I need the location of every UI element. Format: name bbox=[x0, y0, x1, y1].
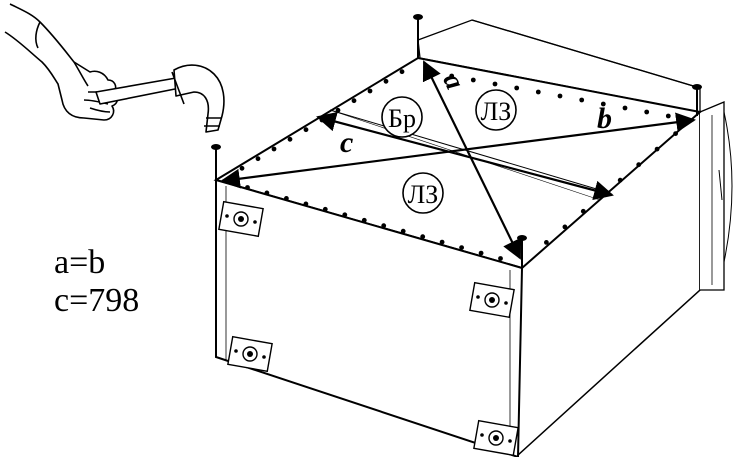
nail-dot bbox=[654, 146, 660, 152]
nail-dot bbox=[470, 77, 476, 83]
nail-dot bbox=[580, 208, 586, 214]
nail-dot bbox=[557, 93, 563, 99]
nail-dot bbox=[322, 206, 328, 212]
diagonal-c-arrow bbox=[316, 112, 614, 200]
nail-dot bbox=[673, 131, 678, 137]
bracket-bottom-left bbox=[227, 335, 273, 373]
nail-dot bbox=[335, 107, 341, 113]
nail-dot bbox=[284, 196, 289, 201]
nail-dot bbox=[367, 88, 373, 94]
nail-dot bbox=[255, 156, 261, 162]
nail-dot bbox=[665, 113, 671, 119]
nail-dot bbox=[600, 101, 606, 107]
nail-dot bbox=[351, 98, 357, 104]
nail-dot bbox=[579, 97, 585, 103]
hammer-icon bbox=[95, 64, 225, 133]
nail-dot bbox=[544, 240, 549, 245]
nail-dot bbox=[644, 109, 650, 115]
bracket-top-right bbox=[469, 281, 515, 319]
nail-dot bbox=[498, 256, 503, 261]
nail-dot bbox=[342, 212, 348, 218]
panel-label-lz-back-text: ЛЗ bbox=[481, 97, 512, 126]
nail-dot bbox=[420, 234, 426, 240]
nail-dot bbox=[478, 250, 484, 256]
nail-dot bbox=[271, 146, 277, 152]
nail-dot bbox=[303, 201, 309, 207]
nail-dot bbox=[383, 78, 389, 84]
nail-dot bbox=[636, 162, 642, 168]
nail-dot bbox=[245, 185, 250, 190]
nail-dot bbox=[492, 81, 498, 87]
nail-dot bbox=[599, 193, 605, 199]
panel-label-br-text: Бр bbox=[388, 104, 416, 133]
nail-dot bbox=[562, 224, 568, 230]
box-back-rim bbox=[417, 19, 701, 113]
nail-back-left bbox=[413, 14, 423, 58]
nail-dot bbox=[264, 190, 270, 196]
nail-dot bbox=[303, 127, 309, 133]
nail-dot bbox=[361, 217, 367, 223]
nail-back-right bbox=[692, 84, 702, 116]
nail-dot bbox=[514, 85, 520, 91]
diagonal-c-label: c bbox=[340, 126, 353, 159]
nail-dot bbox=[287, 136, 293, 142]
bracket-top-left bbox=[218, 200, 264, 238]
panel-label-lz-front: ЛЗ bbox=[402, 172, 444, 214]
front-brackets bbox=[218, 200, 519, 457]
formula-equal: a=b bbox=[54, 244, 106, 281]
nail-dot bbox=[399, 69, 405, 75]
nail-dot bbox=[622, 105, 628, 111]
nail-dot bbox=[400, 228, 406, 234]
nail-front-left bbox=[211, 144, 221, 180]
bracket-bottom-right bbox=[473, 419, 519, 457]
nail-dot bbox=[381, 223, 387, 229]
nail-dot bbox=[535, 89, 541, 95]
panel-label-br: Бр bbox=[381, 96, 423, 138]
nail-dot bbox=[439, 239, 445, 245]
diagonal-b-label: b bbox=[597, 102, 612, 135]
formula-c-value: c=798 bbox=[54, 282, 140, 319]
panel-label-lz-front-text: ЛЗ bbox=[408, 180, 439, 209]
panel-label-lz-back: ЛЗ bbox=[475, 89, 517, 131]
nail-dot bbox=[459, 245, 464, 251]
nail-dot bbox=[617, 177, 623, 183]
nail-dot bbox=[239, 165, 245, 171]
diagonal-arrows bbox=[220, 60, 696, 260]
